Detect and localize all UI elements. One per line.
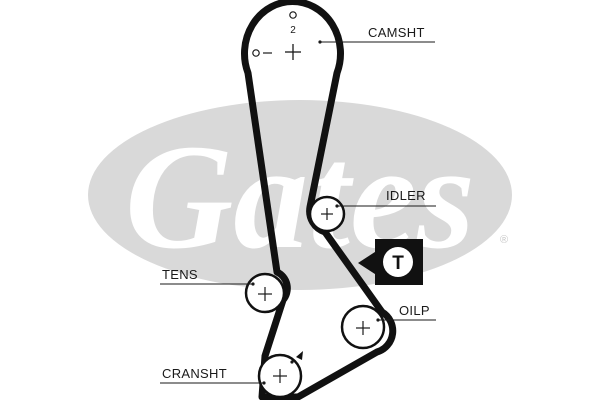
camshaft-label: CAMSHT	[368, 25, 425, 40]
camshaft-timing-dot	[289, 11, 297, 19]
tensioner-badge-icon: T	[358, 239, 423, 285]
camshaft-timing-mark: 2	[290, 25, 296, 36]
idler-label: IDLER	[386, 188, 426, 203]
tensioner-pulley: TENS	[160, 267, 286, 314]
oil-pump-pulley: OILP	[340, 303, 436, 350]
camshaft-side-dot	[252, 49, 260, 57]
badge-circle	[383, 247, 413, 277]
registered-mark: ®	[500, 234, 508, 246]
tensioner-label: TENS	[162, 267, 198, 282]
gates-watermark: Gates ®	[88, 100, 512, 290]
crankshaft-timing-dot	[290, 360, 294, 364]
crankshaft-pulley: CRANSHT	[160, 351, 303, 399]
badge-letter: T	[392, 253, 404, 274]
crankshaft-timing-arrow-icon	[296, 351, 303, 360]
idler-pulley: IDLER	[308, 188, 436, 233]
crankshaft-label: CRANSHT	[162, 366, 227, 381]
oil-pump-label: OILP	[399, 303, 430, 318]
badge-pointer	[358, 250, 378, 276]
camshaft-pulley: 2 CAMSHT	[252, 11, 435, 60]
